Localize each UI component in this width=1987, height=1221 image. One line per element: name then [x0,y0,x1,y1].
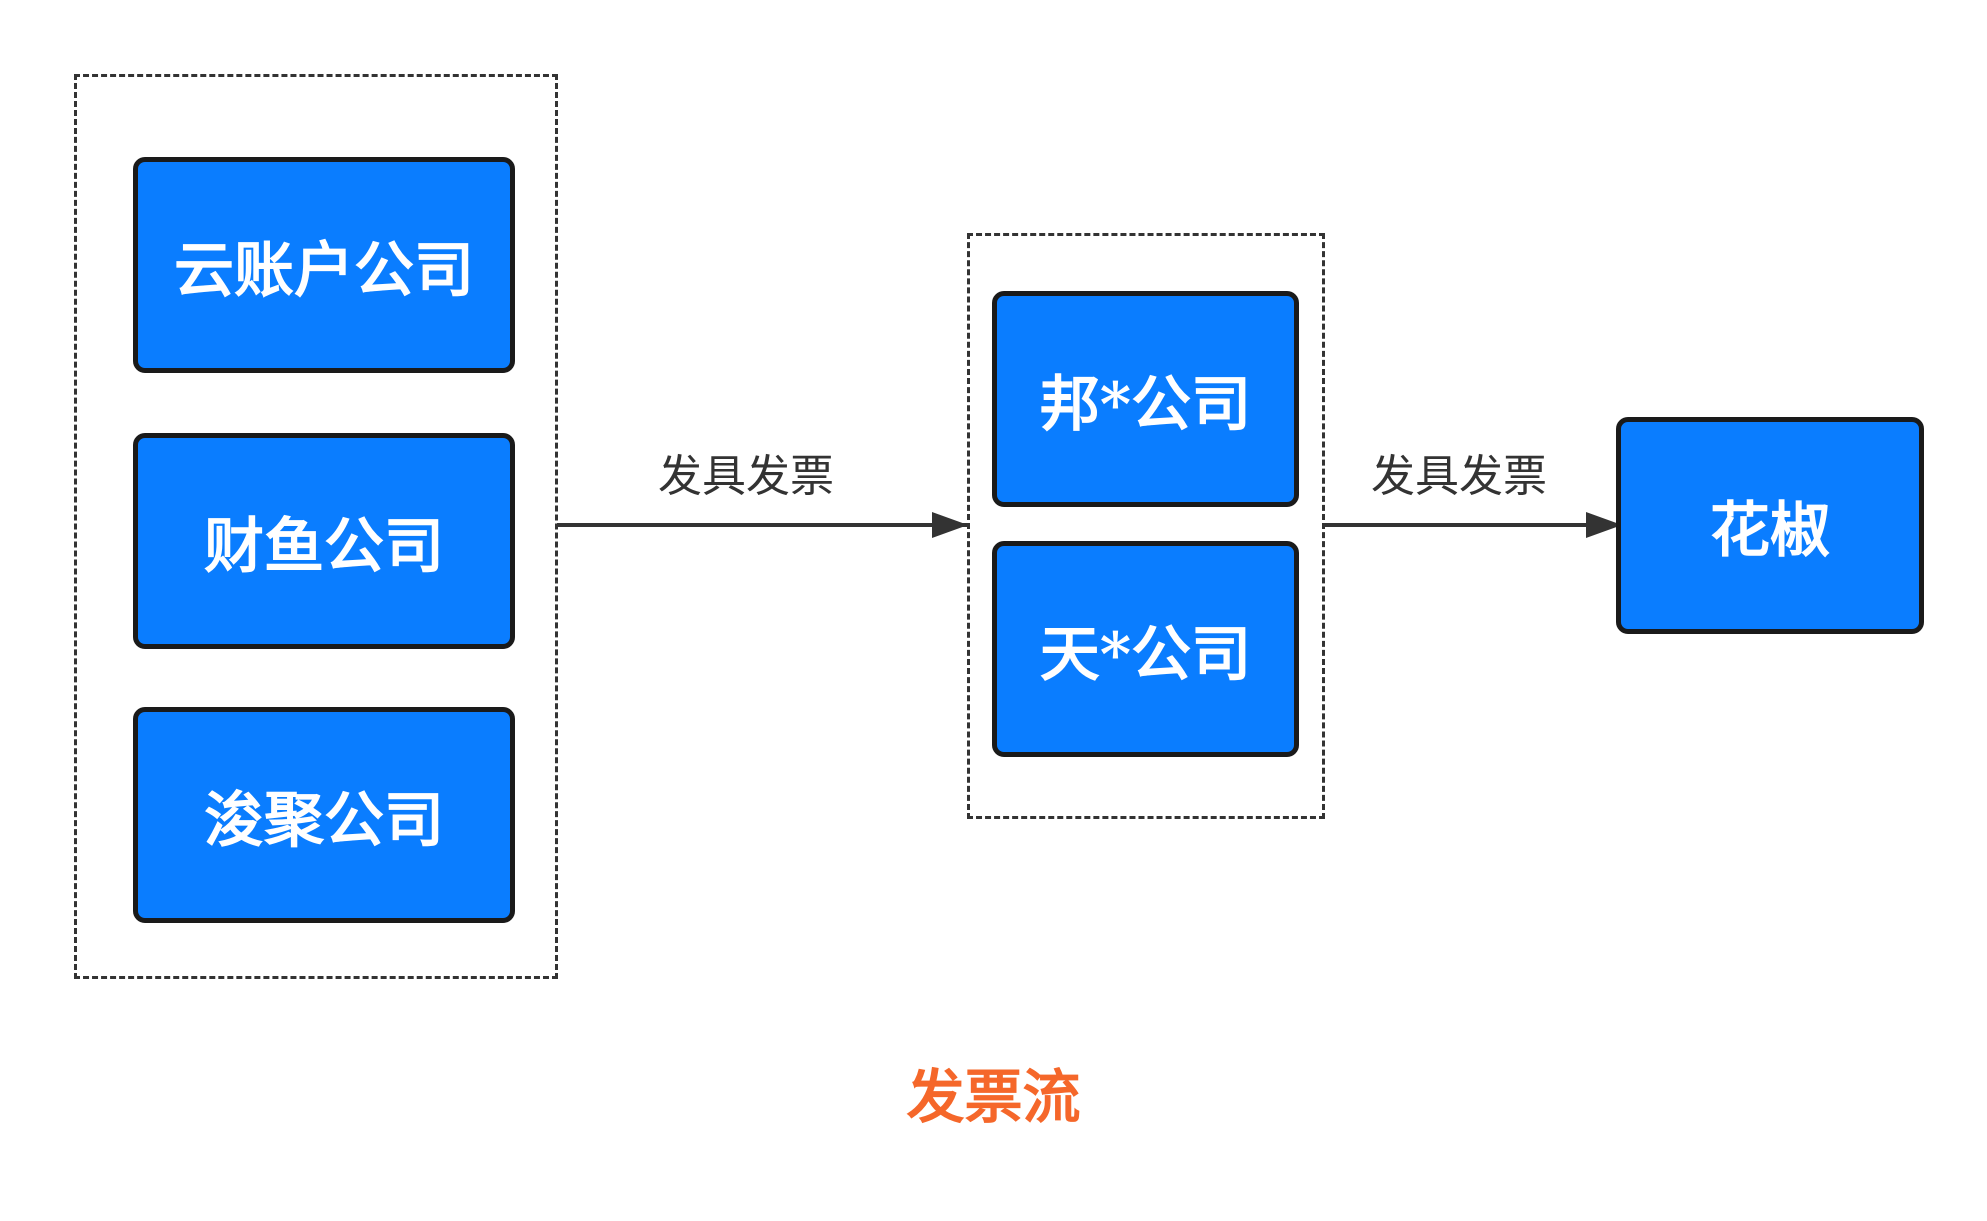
node-huajiao[interactable]: 花椒 [1616,417,1924,634]
node-junju[interactable]: 浚聚公司 [133,707,515,923]
edge-middle-to-target-arrowhead [1586,512,1622,538]
edge-label-source-to-middle: 发具发票 [658,451,834,502]
edge-label-middle-to-target: 发具发票 [1371,451,1547,502]
source-group-container [74,74,558,979]
node-yunzhanghu[interactable]: 云账户公司 [133,157,515,373]
diagram-caption: 发票流 [906,1063,1081,1131]
node-caiyu[interactable]: 财鱼公司 [133,433,515,649]
edge-source-to-middle-arrowhead [932,512,968,538]
node-tian[interactable]: 天*公司 [992,541,1299,757]
node-bang[interactable]: 邦*公司 [992,291,1299,507]
middle-group-container [967,233,1325,819]
